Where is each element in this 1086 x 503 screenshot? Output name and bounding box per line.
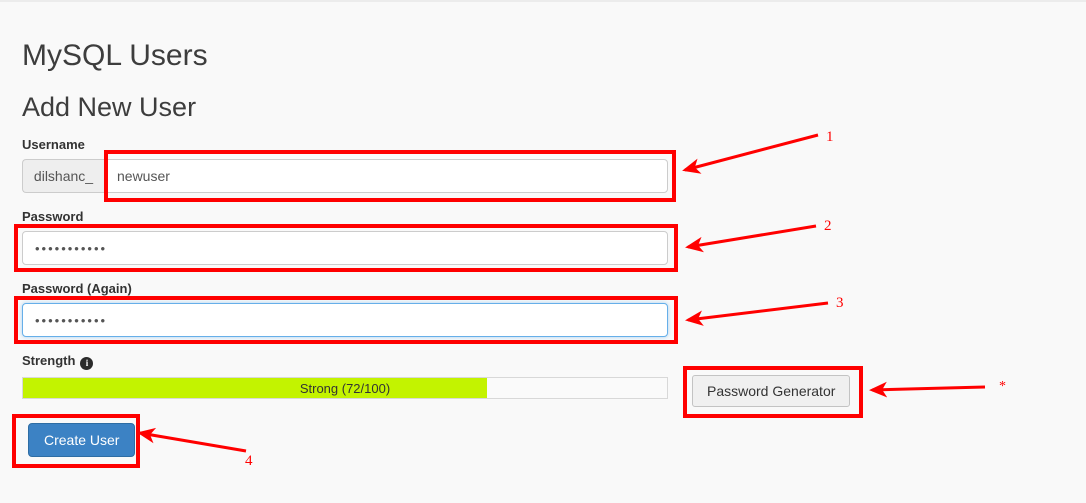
strength-progress-fill: [23, 378, 487, 398]
info-icon[interactable]: i: [80, 357, 94, 370]
annotation-number-1: 1: [826, 129, 834, 145]
page-title: MySQL Users: [22, 39, 208, 72]
username-input-group: dilshanc_ newuser: [22, 159, 668, 193]
password-again-input[interactable]: •••••••••••: [22, 303, 668, 337]
strength-label-text: Strength: [22, 353, 76, 368]
password-generator-button[interactable]: Password Generator: [692, 375, 851, 407]
annotation-number-2: 2: [824, 218, 832, 234]
annotation-number-4: 4: [245, 453, 253, 469]
username-label: Username: [22, 137, 85, 152]
annotation-number-3: 3: [836, 295, 844, 311]
strength-label: Strength i: [22, 353, 94, 370]
strength-progress-bar: Strong (72/100): [22, 377, 668, 399]
strength-progress-text: Strong (72/100): [299, 380, 391, 396]
password-input[interactable]: •••••••••••: [22, 231, 668, 265]
username-prefix-addon: dilshanc_: [22, 159, 104, 193]
annotation-number-5: *: [999, 379, 1006, 394]
password-again-label: Password (Again): [22, 281, 132, 296]
password-label: Password: [22, 209, 84, 224]
create-user-button[interactable]: Create User: [28, 423, 136, 457]
section-title: Add New User: [22, 92, 197, 122]
username-input[interactable]: newuser: [104, 159, 668, 193]
